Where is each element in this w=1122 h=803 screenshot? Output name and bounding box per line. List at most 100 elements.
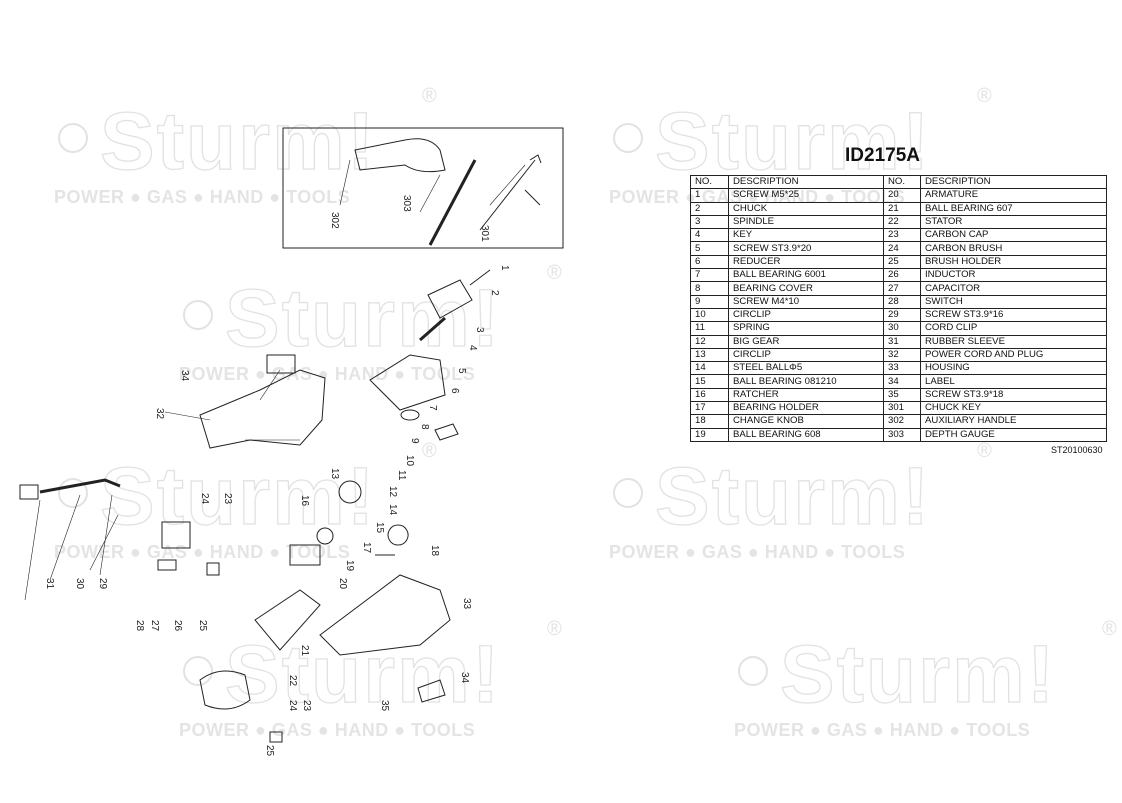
part-description: CORD CLIP xyxy=(920,321,1107,336)
watermark-logo: Sturm! xyxy=(224,628,502,720)
watermark-registered: ® xyxy=(547,262,562,284)
part-no: 1 xyxy=(690,188,729,203)
part-no: 24 xyxy=(883,241,921,256)
watermark-dot xyxy=(613,123,643,153)
part-description: RATCHER xyxy=(728,387,884,403)
handle-housing xyxy=(199,369,326,449)
part-description: SPRING xyxy=(728,321,884,336)
part-callout: 16 xyxy=(299,495,310,507)
chuck-key xyxy=(479,154,542,231)
watermark-logo: Sturm! xyxy=(654,95,932,187)
spindle xyxy=(419,316,446,342)
plug xyxy=(19,484,39,500)
watermark-tagline: POWER ● GAS ● HAND ● TOOLS xyxy=(734,720,1031,740)
part-no: 20 xyxy=(883,188,921,203)
part-callout: 27 xyxy=(149,620,160,632)
part-description: BALL BEARING 608 xyxy=(728,427,884,442)
part-no: 3 xyxy=(690,214,729,230)
part-description: AUXILIARY HANDLE xyxy=(920,414,1107,429)
part-callout: 26 xyxy=(172,620,183,632)
part-callout: 29 xyxy=(97,578,108,590)
watermark-dot xyxy=(183,300,213,330)
part-no: 7 xyxy=(690,268,729,283)
document-code: ST20100630 xyxy=(1051,445,1103,455)
watermark-logo: Sturm! xyxy=(224,272,502,364)
part-description: CIRCLIP xyxy=(728,307,884,323)
part-callout: 22 xyxy=(287,675,298,687)
part-callout: 35 xyxy=(379,700,390,712)
watermark-registered: ® xyxy=(422,440,437,462)
part-description: DEPTH GAUGE xyxy=(920,427,1107,442)
screw xyxy=(469,269,491,286)
part-no: 28 xyxy=(883,294,921,309)
brush-holder xyxy=(269,731,283,743)
part-description: SCREW M4*10 xyxy=(728,294,884,309)
switch xyxy=(161,521,191,549)
part-callout: 9 xyxy=(409,438,420,444)
part-no: 17 xyxy=(690,401,729,416)
part-callout: 7 xyxy=(427,405,438,411)
part-callout: 28 xyxy=(134,620,145,632)
part-callout: 15 xyxy=(374,522,385,534)
part-description: REDUCER xyxy=(728,254,884,270)
part-description: CIRCLIP xyxy=(728,347,884,363)
part-callout: 8 xyxy=(419,424,430,430)
part-callout: 10 xyxy=(404,455,415,467)
part-callout: 24 xyxy=(287,700,298,712)
watermark-dot xyxy=(738,656,768,686)
watermark-registered: ® xyxy=(1102,618,1117,640)
part-no: 18 xyxy=(690,414,729,429)
part-description: CARBON CAP xyxy=(920,228,1107,243)
part-description: STATOR xyxy=(920,214,1107,230)
part-no: 21 xyxy=(883,201,921,216)
part-no: 32 xyxy=(883,347,921,363)
part-description: BALL BEARING 6001 xyxy=(728,268,884,283)
part-callout: 5 xyxy=(456,368,467,374)
part-callout: 34 xyxy=(179,370,190,382)
part-callout: 302 xyxy=(329,212,340,229)
part-no: 34 xyxy=(883,374,921,389)
part-no: 35 xyxy=(883,387,921,403)
part-no: 15 xyxy=(690,374,729,389)
part-callout: 25 xyxy=(197,620,208,632)
label-34 xyxy=(417,679,446,703)
part-description: HOUSING xyxy=(920,361,1107,376)
part-description: BRUSH HOLDER xyxy=(920,254,1107,270)
part-description: CAPACITOR xyxy=(920,281,1107,296)
part-description: SCREW M5*25 xyxy=(728,188,884,203)
part-description: KEY xyxy=(728,228,884,243)
part-description: CHUCK xyxy=(728,201,884,216)
part-callout: 18 xyxy=(429,545,440,557)
part-callout: 4 xyxy=(467,345,478,351)
part-callout: 32 xyxy=(154,408,165,420)
watermark-logo: Sturm! xyxy=(654,450,932,542)
accessories-inset-box xyxy=(282,127,564,249)
big-gear xyxy=(338,480,362,504)
bearing-15 xyxy=(316,527,334,545)
watermark-dot xyxy=(183,656,213,686)
part-no: 302 xyxy=(883,414,921,429)
header-no: NO. xyxy=(690,174,729,190)
part-description: POWER CORD AND PLUG xyxy=(920,347,1107,363)
part-description: BIG GEAR xyxy=(728,334,884,349)
part-description: CARBON BRUSH xyxy=(920,241,1107,256)
part-no: 13 xyxy=(690,347,729,363)
part-description: SPINDLE xyxy=(728,214,884,230)
header-description: DESCRIPTION xyxy=(728,174,884,190)
watermark-logo: Sturm! xyxy=(99,95,377,187)
part-callout: 33 xyxy=(461,598,472,610)
part-callout: 17 xyxy=(361,542,372,554)
part-description: CHANGE KNOB xyxy=(728,414,884,429)
brush-holder-left xyxy=(206,562,220,576)
part-callout: 19 xyxy=(344,560,355,572)
